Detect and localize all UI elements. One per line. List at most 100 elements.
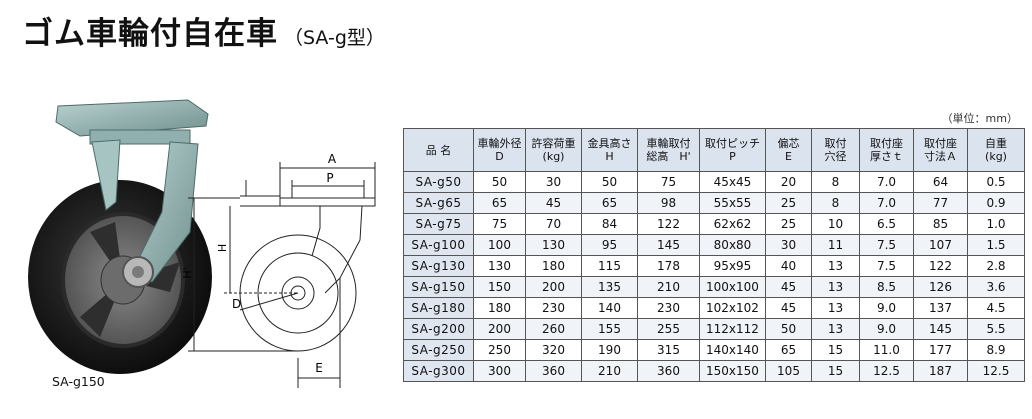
model-cell: SA-g180 [403, 297, 474, 319]
column-header: 取付座厚さｔ [859, 128, 914, 172]
value-cell: 0.9 [967, 192, 1025, 214]
value-cell: 4.5 [967, 297, 1025, 319]
value-cell: 30 [765, 234, 812, 256]
value-cell: 155 [581, 318, 638, 340]
value-cell: 2.8 [967, 255, 1025, 277]
value-cell: 75 [637, 171, 700, 193]
value-cell: 250 [473, 339, 526, 361]
column-header-line: (kg) [542, 150, 565, 163]
value-cell: 135 [581, 276, 638, 298]
value-cell: 70 [525, 213, 582, 235]
column-header: 許容荷重(kg) [525, 128, 582, 172]
value-cell: 40 [765, 255, 812, 277]
column-header: 品 名 [403, 128, 474, 172]
value-cell: 230 [637, 297, 700, 319]
value-cell: 200 [525, 276, 582, 298]
model-cell: SA-g150 [403, 276, 474, 298]
value-cell: 8 [811, 171, 860, 193]
value-cell: 25 [765, 213, 812, 235]
model-cell: SA-g100 [403, 234, 474, 256]
model-cell: SA-g65 [403, 192, 474, 214]
value-cell: 145 [913, 318, 968, 340]
value-cell: 1.5 [967, 234, 1025, 256]
value-cell: 1.0 [967, 213, 1025, 235]
value-cell: 8 [811, 192, 860, 214]
value-cell: 15 [811, 360, 860, 382]
value-cell: 130 [525, 234, 582, 256]
value-cell: 11.0 [859, 339, 914, 361]
value-cell: 45 [765, 276, 812, 298]
dimension-drawing: A P H H' D E [181, 152, 376, 388]
value-cell: 20 [765, 171, 812, 193]
column-header-line: 車輪取付 [646, 137, 691, 150]
model-cell: SA-g50 [403, 171, 474, 193]
value-cell: 55x55 [699, 192, 766, 214]
value-cell: 360 [637, 360, 700, 382]
value-cell: 360 [525, 360, 582, 382]
value-cell: 112x112 [699, 318, 766, 340]
value-cell: 126 [913, 276, 968, 298]
model-cell: SA-g300 [403, 360, 474, 382]
column-header: 自重(kg) [967, 128, 1025, 172]
value-cell: 102x102 [699, 297, 766, 319]
value-cell: 0.5 [967, 171, 1025, 193]
value-cell: 62x62 [699, 213, 766, 235]
column-header: 取付座寸法Ａ [913, 128, 968, 172]
column-header-line: 取付ピッチ [705, 137, 760, 150]
value-cell: 210 [581, 360, 638, 382]
value-cell: 7.5 [859, 255, 914, 277]
value-cell: 7.5 [859, 234, 914, 256]
column-header-line: 取付 [824, 137, 847, 150]
value-cell: 255 [637, 318, 700, 340]
model-cell: SA-g200 [403, 318, 474, 340]
label-P: P [326, 171, 333, 185]
value-cell: 300 [473, 360, 526, 382]
value-cell: 190 [581, 339, 638, 361]
value-cell: 7.0 [859, 192, 914, 214]
value-cell: 95x95 [699, 255, 766, 277]
value-cell: 122 [913, 255, 968, 277]
value-cell: 15 [811, 339, 860, 361]
value-cell: 115 [581, 255, 638, 277]
value-cell: 140x140 [699, 339, 766, 361]
photo-caption: SA-g150 [52, 374, 105, 389]
page-title: ゴム車輪付自在車（SA-g型） [22, 8, 385, 53]
column-header-line: 総高 H' [646, 150, 691, 163]
value-cell: 122 [637, 213, 700, 235]
model-cell: SA-g250 [403, 339, 474, 361]
value-cell: 315 [637, 339, 700, 361]
column-header-line: 厚さｔ [870, 150, 903, 163]
value-cell: 230 [525, 297, 582, 319]
value-cell: 8.5 [859, 276, 914, 298]
value-cell: 6.5 [859, 213, 914, 235]
value-cell: 25 [765, 192, 812, 214]
value-cell: 13 [811, 255, 860, 277]
column-header-line: 自重 [985, 137, 1007, 150]
title-text: ゴム車輪付自在車 [22, 16, 278, 52]
value-cell: 84 [581, 213, 638, 235]
value-cell: 7.0 [859, 171, 914, 193]
value-cell: 100 [473, 234, 526, 256]
value-cell: 64 [913, 171, 968, 193]
value-cell: 150x150 [699, 360, 766, 382]
value-cell: 45x45 [699, 171, 766, 193]
column-header-line: E [785, 150, 792, 163]
value-cell: 65 [581, 192, 638, 214]
column-header-line: 許容荷重 [531, 137, 576, 150]
value-cell: 13 [811, 318, 860, 340]
value-cell: 95 [581, 234, 638, 256]
value-cell: 260 [525, 318, 582, 340]
value-cell: 45 [765, 297, 812, 319]
value-cell: 11 [811, 234, 860, 256]
